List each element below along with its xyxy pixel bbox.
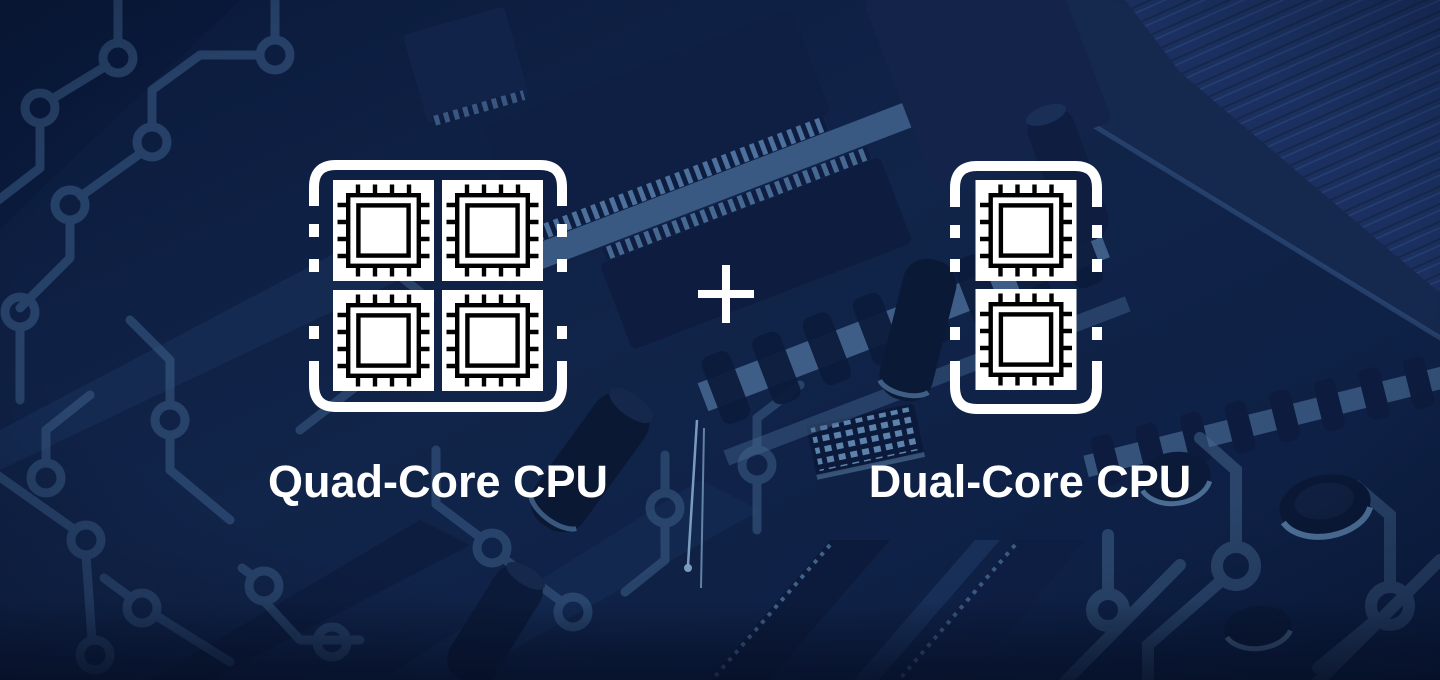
pin-dashes <box>950 225 1102 374</box>
dual-core-cpu-icon <box>950 161 1102 414</box>
quad-core-figure <box>309 160 567 412</box>
quad-core-cpu-icon <box>309 160 567 412</box>
quad-core-label: Quad-Core CPU <box>267 456 609 507</box>
pin-dashes <box>309 224 567 374</box>
plus-icon <box>698 265 754 323</box>
dual-core-label: Dual-Core CPU <box>868 456 1192 507</box>
dual-core-figure <box>950 161 1102 414</box>
